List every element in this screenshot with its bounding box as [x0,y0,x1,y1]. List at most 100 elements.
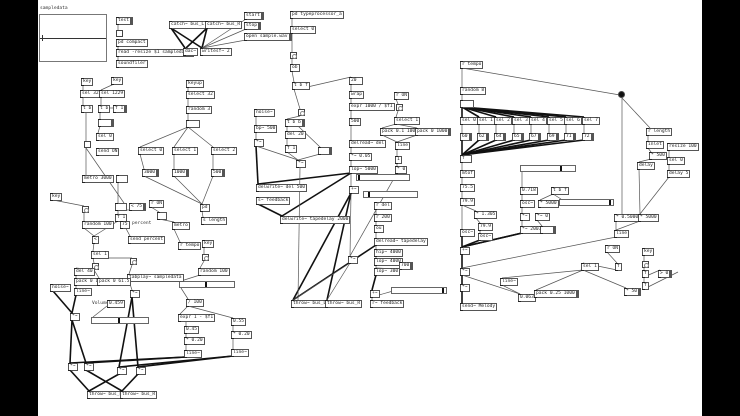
pack-025-message[interactable]: pack 0.25 1000 [534,290,579,298]
resize-100[interactable]: resize 100 [667,143,699,151]
number-box[interactable]: 0.063 [518,294,536,302]
mul-tilde[interactable]: *~ 0 [535,213,551,221]
key-object[interactable]: key [111,77,124,85]
number-box[interactable] [460,100,474,108]
toggle[interactable] [84,141,91,148]
key-object[interactable]: key [50,193,63,201]
delay-5[interactable]: delay 5 [667,170,691,178]
r-on[interactable]: r ON [605,245,621,253]
percent-number[interactable]: 75 [120,221,130,229]
lop-5000[interactable]: lop~ 5000 [349,166,378,174]
pd-send-object[interactable]: pd [200,204,210,212]
number-box[interactable]: f [615,263,622,271]
r-feedback[interactable]: s~ feedback [256,197,291,205]
lop-300[interactable]: lop~ 300 [374,268,401,276]
sel-object[interactable]: sel 6 [564,117,582,125]
mul-tilde[interactable]: *~ [296,160,306,168]
pack-0-61[interactable]: pack 0 61.5 [97,278,132,286]
sel-object[interactable]: sel 5 [547,117,565,125]
key-object[interactable]: key [202,240,215,248]
bang-button[interactable] [290,52,297,59]
test-message[interactable]: test [116,17,134,25]
line-tilde[interactable]: line~ [231,349,249,357]
bang-button[interactable] [396,104,403,111]
bang-button[interactable] [130,258,137,265]
number-box[interactable]: 0.718 [520,187,538,195]
f[interactable]: f [642,270,649,278]
send-melody[interactable]: send~ Melody [460,303,498,311]
bang-button[interactable] [202,254,209,261]
mul-500[interactable]: * 500 [649,152,667,160]
throw-bus-r[interactable]: throw~ bus_R [120,391,158,399]
throw-bus-r[interactable]: throw~ bus_R [325,300,363,308]
number-box[interactable] [157,212,167,220]
number-box[interactable]: 0.45 [184,326,200,334]
random-8[interactable]: random 8 [460,87,487,95]
dac[interactable]: dac~ [183,48,199,56]
sel-object[interactable]: sel 3 [512,117,530,125]
gt-0-message[interactable]: > 0 [658,270,673,278]
ob[interactable]: ob [290,64,300,72]
note-message[interactable]: 67 [529,133,541,141]
bang-button[interactable] [82,206,89,213]
pd-patch-canvas[interactable]: sampledata test pd compact read -resize … [38,0,702,416]
mul-020[interactable]: * 0.20 [184,337,205,345]
r-tempo[interactable]: r tempo [178,242,202,250]
sel-1[interactable]: sel 1 [581,263,599,271]
select-32[interactable]: select 32 [186,91,215,99]
mul-tilde[interactable]: *~ [84,363,94,371]
sel-32[interactable]: sel 32 [80,90,101,98]
number-box[interactable]: f [460,155,472,163]
r-tempo[interactable]: r tempo [460,61,484,69]
number-box[interactable]: 20 [349,77,363,85]
f-1-message[interactable]: f 1 [113,105,128,113]
mul-tilde[interactable]: *~ [117,367,127,375]
note-message[interactable]: 62 [477,133,489,141]
line[interactable]: line [395,142,411,150]
catch-bus-l[interactable]: catch~ bus_L [169,21,207,29]
note-message[interactable]: 72 [582,133,594,141]
lt-object[interactable]: < [92,236,99,244]
throw-bus-l[interactable]: throw~ bus_L [87,391,125,399]
500-message[interactable]: 500 [211,169,226,177]
mul-05000[interactable]: * 0.5000 [614,214,641,222]
mul-020[interactable]: * 0.20 [231,331,252,339]
number-box[interactable] [116,175,128,183]
horizontal-slider[interactable] [363,191,418,198]
bang-button[interactable] [642,261,649,268]
sel-object[interactable]: sel 0 [460,117,478,125]
mul-tilde[interactable]: *~ [460,268,470,276]
delwrite-tapedelay[interactable]: delwrite~ tapedelay 2000 [280,216,351,224]
moses[interactable] [115,203,128,211]
sel-object[interactable]: sel 1 [477,117,495,125]
horizontal-slider[interactable] [520,165,576,172]
mul-tilde[interactable]: *~ [136,367,146,375]
osc-tilde[interactable]: osc~ [478,233,494,241]
1000-message[interactable]: 1000 [172,169,190,177]
random-100[interactable]: random 100 [82,221,114,229]
start-message[interactable]: start [244,12,264,20]
mul-1305[interactable]: * 1.305 [474,211,498,219]
pd-typeprocessor[interactable]: pd typeprocessor_a [290,11,344,19]
note-message[interactable]: 60 [460,133,472,141]
mul-5000[interactable]: * 5000 [638,214,659,222]
osc-tilde[interactable]: osc~ [460,229,476,237]
mul-tilde[interactable]: *~ [348,256,358,264]
number-box[interactable]: r 200 [374,214,392,222]
volume-number[interactable]: 0.459 [107,300,125,308]
number-box[interactable]: 79.9 [478,223,494,231]
number-box[interactable]: 500 [349,118,362,126]
horizontal-slider[interactable] [391,287,447,294]
hip-4000[interactable]: hip~ 4000 [374,249,403,257]
metro-3000[interactable]: metro 3000 [82,175,114,183]
div-100[interactable]: / 100 [186,299,204,307]
t-b-f[interactable]: t b f [292,82,310,90]
toggle[interactable] [116,30,123,37]
delay[interactable]: delay [637,162,655,170]
number-box[interactable]: 79.9 [460,198,476,206]
number-box[interactable] [186,120,200,128]
horizontal-slider[interactable] [559,199,614,206]
lt-75-message[interactable]: < 75 [129,203,147,211]
expr-1000[interactable]: expr 1000 / $f1 [349,103,395,111]
pack-message[interactable]: pack 0 1000 [415,128,452,136]
